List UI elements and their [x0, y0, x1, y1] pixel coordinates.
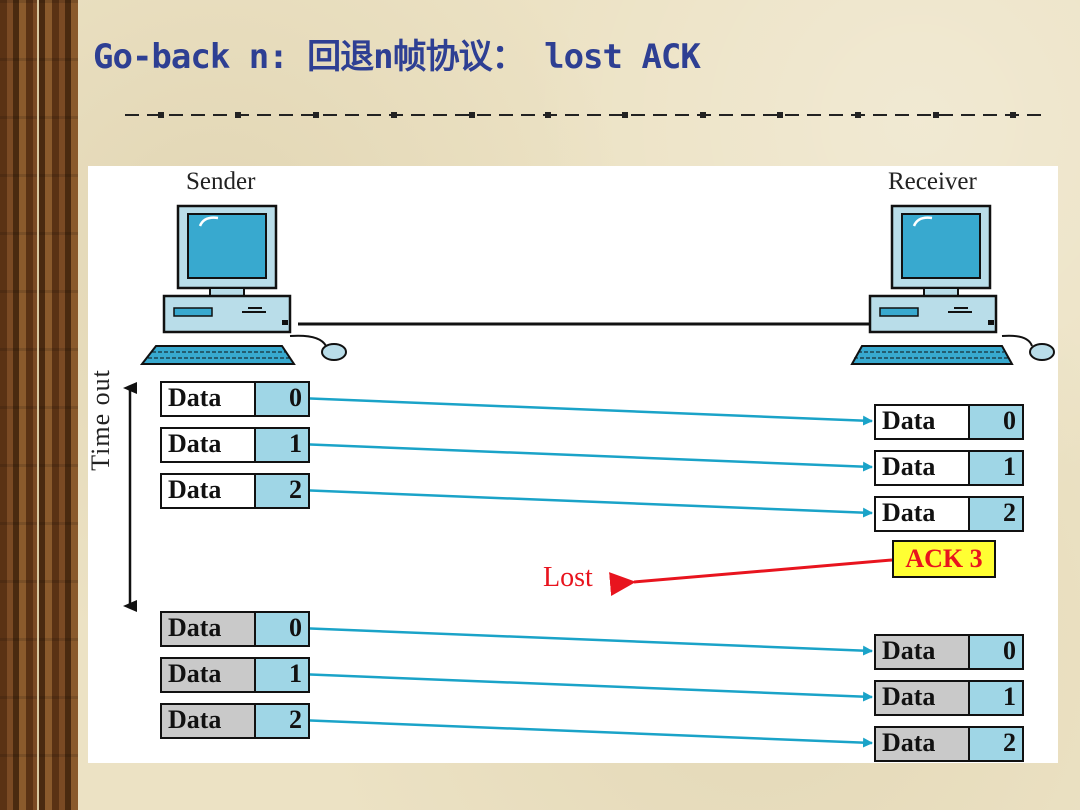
sender-label: Sender [186, 168, 256, 195]
data-arrow-0 [297, 396, 873, 426]
frame-seq: 2 [970, 498, 1022, 530]
frame-word: Data [162, 613, 256, 645]
frame-seq: 0 [970, 636, 1022, 668]
frame-seq: 1 [970, 452, 1022, 484]
frame-word: Data [162, 383, 256, 415]
frame-word: Data [162, 659, 256, 691]
diagram-panel: Sender Receiver Time out Data 0 Data 1 D… [86, 166, 1058, 763]
frame-word: Data [162, 475, 256, 507]
receiver-frame-resent-0: Data 0 [874, 634, 1024, 670]
frame-word: Data [876, 498, 970, 530]
frame-seq: 1 [970, 682, 1022, 714]
data-arrow-1 [297, 442, 873, 472]
frame-word: Data [876, 406, 970, 438]
data-arrow-resent-2 [297, 718, 873, 748]
data-arrow-2 [297, 488, 873, 518]
receiver-frame-1: Data 1 [874, 450, 1024, 486]
frame-seq: 0 [256, 383, 308, 415]
sender-frame-2: Data 2 [160, 473, 310, 509]
receiver-label: Receiver [888, 168, 977, 195]
wood-border-line [0, 0, 78, 810]
receiver-computer-icon [850, 204, 1055, 365]
sender-frame-resent-0: Data 0 [160, 611, 310, 647]
receiver-frame-2: Data 2 [874, 496, 1024, 532]
data-arrow-resent-1 [297, 672, 873, 702]
ack-arrow [609, 558, 893, 596]
frame-word: Data [876, 636, 970, 668]
slide-title: Go-back n: 回退n帧协议： lost ACK [93, 37, 701, 77]
frame-word: Data [162, 705, 256, 737]
frame-seq: 2 [256, 475, 308, 507]
frame-word: Data [876, 682, 970, 714]
frame-seq: 1 [256, 429, 308, 461]
receiver-frame-0: Data 0 [874, 404, 1024, 440]
timeout-label: Time out [86, 369, 115, 471]
title-divider [125, 112, 1045, 118]
frame-word: Data [876, 728, 970, 760]
frame-seq: 1 [256, 659, 308, 691]
frame-seq: 2 [256, 705, 308, 737]
receiver-frame-resent-1: Data 1 [874, 680, 1024, 716]
receiver-frame-resent-2: Data 2 [874, 726, 1024, 762]
sender-frame-resent-1: Data 1 [160, 657, 310, 693]
frame-word: Data [162, 429, 256, 461]
sender-frame-0: Data 0 [160, 381, 310, 417]
frame-seq: 0 [970, 406, 1022, 438]
sender-frame-resent-2: Data 2 [160, 703, 310, 739]
lost-label: Lost [543, 562, 593, 593]
frame-word: Data [876, 452, 970, 484]
sender-computer-icon [139, 204, 347, 365]
diagram-graphics [123, 204, 1055, 748]
frame-seq: 0 [256, 613, 308, 645]
sender-frame-1: Data 1 [160, 427, 310, 463]
ack-box: ACK 3 [892, 540, 996, 578]
frame-seq: 2 [970, 728, 1022, 760]
data-arrow-resent-0 [297, 626, 873, 656]
